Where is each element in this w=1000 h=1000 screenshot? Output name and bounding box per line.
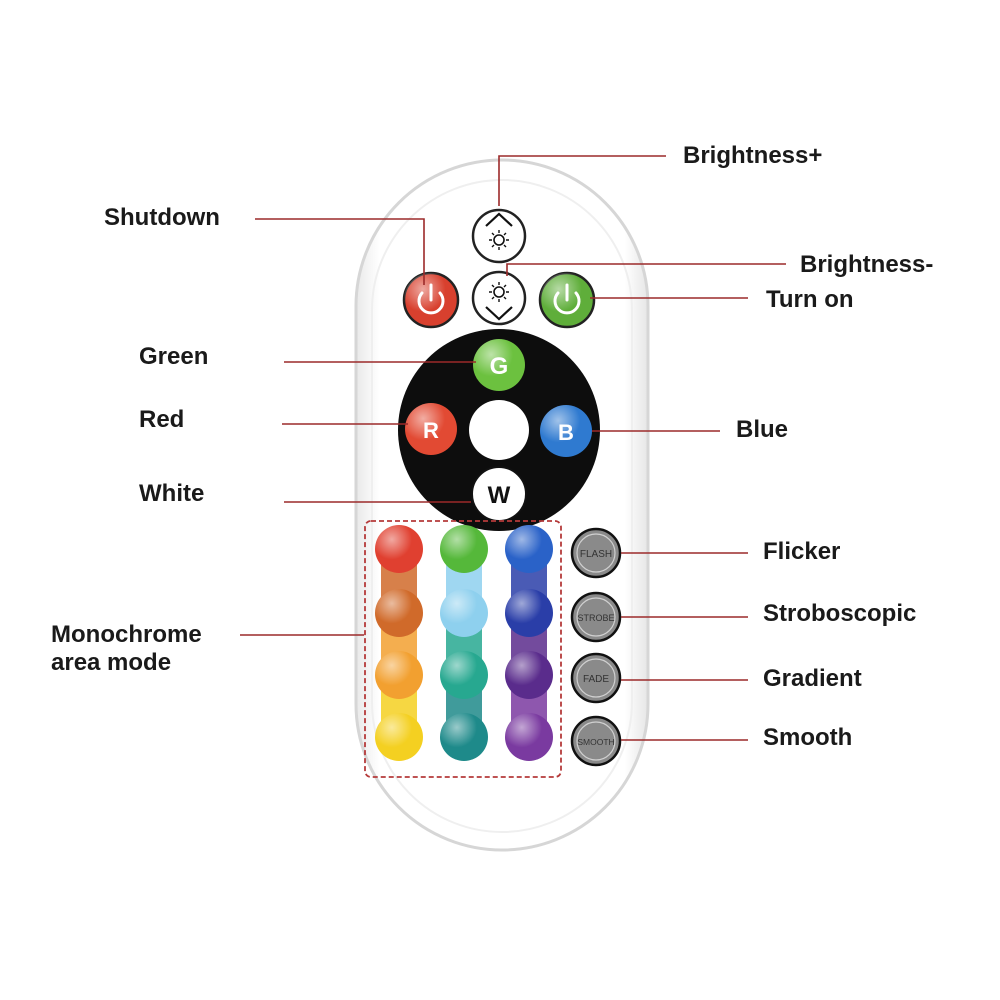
callout-monochrome-area-mode: Monochrome area mode	[51, 621, 202, 676]
color-button[interactable]	[505, 713, 553, 761]
color-button-gloss	[375, 589, 423, 637]
color-button-gloss	[440, 525, 488, 573]
callout-red: Red	[139, 406, 185, 433]
red-button[interactable]: R	[405, 403, 457, 455]
brightness-down-button[interactable]	[471, 270, 527, 326]
color-button-gloss	[375, 713, 423, 761]
leader-lines	[240, 155, 786, 741]
callout-turn-on: Turn on	[766, 286, 854, 313]
color-button[interactable]	[440, 651, 488, 699]
leader-brightness-up	[498, 155, 666, 206]
remote-inner-rim	[371, 179, 633, 833]
center-white-button[interactable]	[469, 400, 529, 460]
color-button[interactable]	[440, 713, 488, 761]
strobe-button[interactable]: STROBE	[570, 591, 622, 643]
color-button-gloss	[505, 651, 553, 699]
smooth-label: SMOOTH	[577, 737, 614, 747]
callout-gradient: Gradient	[763, 665, 862, 692]
green-button[interactable]: G	[473, 339, 525, 391]
color-button[interactable]	[375, 713, 423, 761]
color-button[interactable]	[375, 589, 423, 637]
fade-label: FADE	[583, 674, 609, 685]
callout-brightness-down: Brightness-	[800, 251, 934, 278]
power-icon	[553, 283, 581, 315]
flash-button[interactable]: FLASH	[570, 527, 622, 579]
callout-shutdown: Shutdown	[104, 204, 220, 231]
callout-white: White	[139, 480, 205, 507]
color-button-gloss	[440, 651, 488, 699]
callout-smooth: Smooth	[763, 724, 853, 751]
green-button-label: G	[490, 353, 509, 380]
red-button-label: R	[423, 418, 439, 443]
leader-brightness-down	[506, 263, 786, 276]
fade-button[interactable]: FADE	[570, 652, 622, 704]
color-button[interactable]	[505, 651, 553, 699]
color-button-gloss	[375, 651, 423, 699]
color-button-gloss	[505, 589, 553, 637]
sun-chevron-up-icon	[485, 212, 513, 250]
turn-on-button[interactable]	[538, 271, 596, 329]
brightness-up-button[interactable]	[471, 208, 527, 264]
power-icon	[417, 283, 445, 315]
color-button[interactable]	[375, 651, 423, 699]
color-button[interactable]	[440, 589, 488, 637]
sun-chevron-down-icon	[485, 282, 513, 321]
leader-shutdown	[255, 218, 425, 285]
color-button[interactable]	[440, 525, 488, 573]
color-button[interactable]	[375, 525, 423, 573]
color-button-gloss	[440, 589, 488, 637]
color-button[interactable]	[505, 589, 553, 637]
flash-label: FLASH	[580, 549, 612, 560]
strobe-label: STROBE	[577, 613, 614, 623]
callout-blue: Blue	[736, 416, 789, 443]
color-button-gloss	[375, 525, 423, 573]
white-button-label: W	[488, 482, 511, 509]
color-button-gloss	[505, 525, 553, 573]
color-button[interactable]	[505, 525, 553, 573]
blue-button-label: B	[558, 420, 574, 445]
callout-brightness-up: Brightness+	[683, 142, 823, 169]
callout-stroboscopic: Stroboscopic	[763, 600, 917, 627]
blue-button[interactable]: B	[540, 405, 592, 457]
color-grid	[375, 525, 553, 761]
color-button-gloss	[505, 713, 553, 761]
color-button-gloss	[440, 713, 488, 761]
shutdown-button[interactable]	[402, 271, 460, 329]
monochrome-area-box	[364, 520, 562, 778]
smooth-button[interactable]: SMOOTH	[570, 715, 622, 767]
callout-green: Green	[139, 343, 209, 370]
white-button[interactable]: W	[471, 466, 527, 522]
callout-flicker: Flicker	[763, 538, 841, 565]
